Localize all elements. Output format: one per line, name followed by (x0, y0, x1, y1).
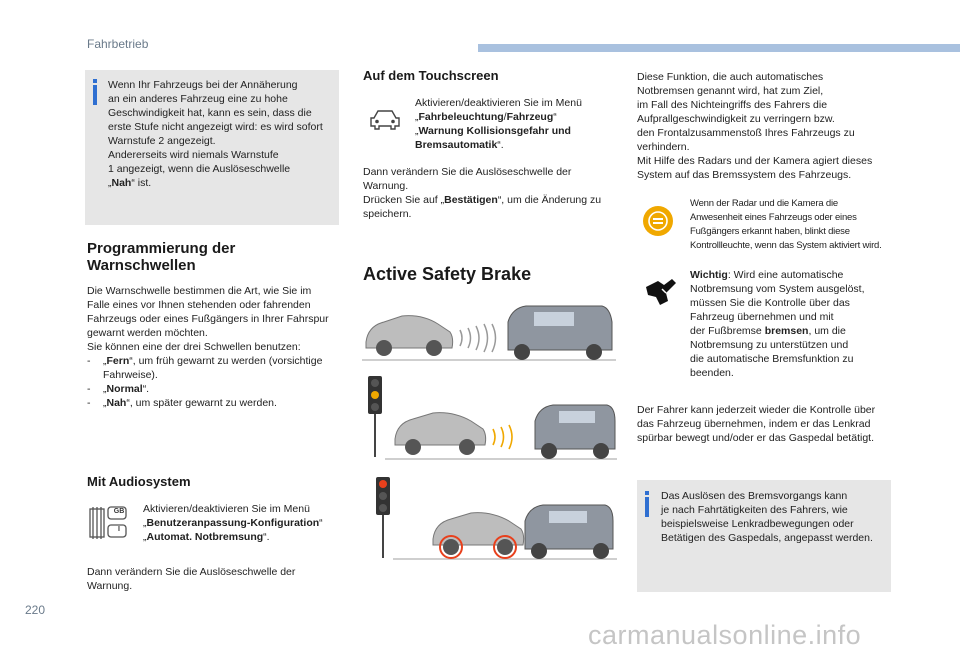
lamp-description: Wenn der Radar und die Kamera die Anwese… (690, 198, 882, 251)
audio-icon-label-gb: GB (113, 508, 125, 515)
heading-audiosystem: Mit Audiosystem (87, 474, 191, 489)
illustration-warning-zone (385, 395, 617, 461)
header-bar (478, 44, 960, 52)
touchscreen-after-text: Dann verändern Sie die Auslöseschwelle d… (363, 166, 602, 220)
watermark: carmanualsonline.info (588, 620, 862, 650)
info-box-brake-adjustment (637, 480, 891, 592)
info-box-warning-level (85, 70, 339, 225)
illustration-distance-detection (362, 302, 616, 362)
illustration-emergency-brake (393, 495, 617, 561)
driver-control-text: Der Fahrer kann jederzeit wieder die Kon… (637, 404, 876, 444)
audiosystem-after-text: Dann verändern Sie die Auslöseschwelle d… (87, 566, 296, 592)
traffic-light-icon-amber (367, 375, 383, 457)
wichtig-text: Wichtig: Wird eine automatische Notbrems… (690, 269, 865, 379)
heading-touchscreen: Auf dem Touchscreen (363, 68, 499, 83)
info-icon (93, 79, 97, 105)
brake-hand-icon (642, 275, 678, 307)
heading-programmierung: Programmierung der Warnschwellen (87, 240, 236, 274)
audio-settings-icon (88, 505, 128, 541)
touchscreen-text: Aktivieren/deaktivieren Sie im Menü „Fah… (415, 97, 582, 151)
intro-text: Diese Funktion, die auch automatisches N… (637, 71, 873, 181)
heading-active-safety-brake: Active Safety Brake (363, 264, 532, 284)
info-box-2-text: Das Auslösen des Bremsvorgangs kann je n… (661, 490, 873, 544)
list-item-nah: - „Nah“, um später gewarnt zu werden. (87, 397, 277, 409)
collision-warning-lamp-icon (641, 204, 675, 238)
info-icon (645, 491, 649, 517)
section-header: Fahrbetrieb (87, 37, 149, 51)
audiosystem-text: Aktivieren/deaktivieren Sie im Menü „Ben… (143, 503, 323, 543)
page-number: 220 (25, 603, 46, 617)
car-settings-icon (368, 108, 402, 132)
info-box-1-text: Wenn Ihr Fahrzeugs bei der Annäherung an… (108, 79, 323, 189)
programmierung-text: Die Warnschwelle bestimmen die Art, wie … (87, 284, 342, 410)
audio-icon-label-i: I (118, 526, 120, 533)
list-item-normal: - „Normal“. (87, 383, 150, 395)
traffic-light-icon-red (375, 476, 391, 558)
list-item-fern: - „Fern“, um früh gewarnt zu werden (vor… (87, 355, 323, 381)
